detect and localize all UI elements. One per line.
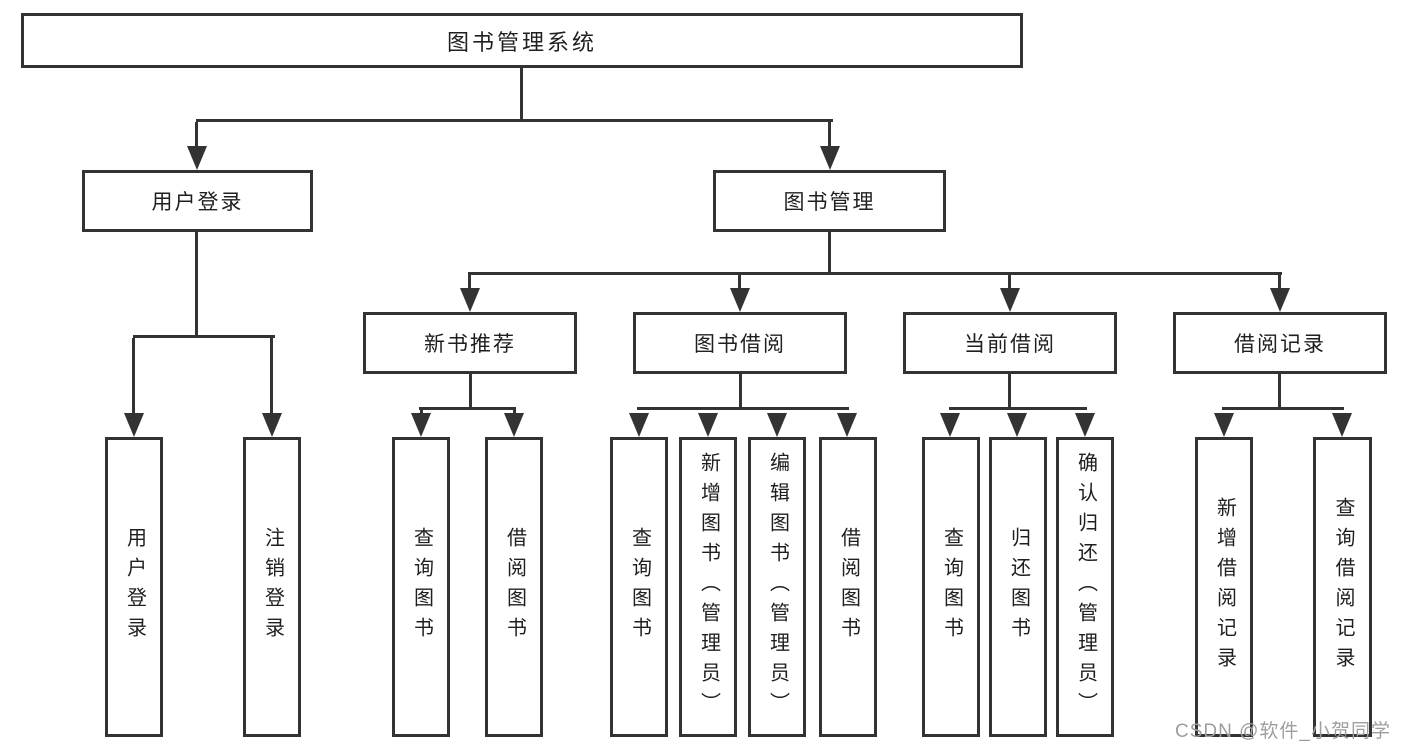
connector-line [637, 407, 849, 410]
arrowhead-down-icon [187, 146, 207, 170]
connector-line [520, 68, 523, 122]
node-user-login: 用户登录 [82, 170, 313, 232]
connector-line [132, 338, 135, 413]
node-current-borrow: 当前借阅 [903, 312, 1117, 374]
connector-line [1222, 407, 1344, 410]
leaf-bb-borrow-book: 借阅图书 [819, 437, 877, 737]
connector-line [1278, 275, 1281, 288]
leaf-br-add-record: 新增借阅记录 [1195, 437, 1253, 737]
connector-line [270, 338, 273, 413]
arrowhead-down-icon [820, 146, 840, 170]
connector-line [1008, 275, 1011, 288]
leaf-logout: 注销登录 [243, 437, 301, 737]
connector-line [1278, 374, 1281, 410]
connector-line [828, 122, 831, 146]
node-root-system: 图书管理系统 [21, 13, 1023, 68]
leaf-cb-query-book: 查询图书 [922, 437, 980, 737]
connector-line [419, 407, 516, 410]
node-new-book-recommend: 新书推荐 [363, 312, 577, 374]
connector-line [468, 275, 471, 288]
leaf-br-query-record: 查询借阅记录 [1313, 437, 1372, 737]
arrowhead-down-icon [629, 413, 649, 437]
leaf-bb-add-book-admin: 新增图书（管理员） [679, 437, 737, 737]
leaf-user-login: 用户登录 [105, 437, 163, 737]
arrowhead-down-icon [730, 288, 750, 312]
leaf-bb-edit-book-admin: 编辑图书（管理员） [748, 437, 806, 737]
connector-line [949, 407, 1087, 410]
node-borrow-record: 借阅记录 [1173, 312, 1387, 374]
connector-line [739, 374, 742, 410]
arrowhead-down-icon [940, 413, 960, 437]
connector-line [133, 335, 275, 338]
connector-line [1008, 374, 1011, 410]
leaf-bb-query-book: 查询图书 [610, 437, 668, 737]
arrowhead-down-icon [767, 413, 787, 437]
connector-line [828, 232, 831, 275]
csdn-watermark: CSDN @软件_小贺同学 [1175, 721, 1391, 742]
leaf-cb-confirm-return-admin: 确认归还（管理员） [1056, 437, 1114, 737]
connector-line [196, 119, 833, 122]
connector-line [420, 410, 423, 413]
arrowhead-down-icon [1270, 288, 1290, 312]
node-book-management: 图书管理 [713, 170, 946, 232]
connector-line [738, 275, 741, 288]
arrowhead-down-icon [698, 413, 718, 437]
connector-line [195, 232, 198, 338]
leaf-nb-borrow-book: 借阅图书 [485, 437, 543, 737]
arrowhead-down-icon [1007, 413, 1027, 437]
leaf-cb-return-book: 归还图书 [989, 437, 1047, 737]
arrowhead-down-icon [262, 413, 282, 437]
arrowhead-down-icon [1214, 413, 1234, 437]
arrowhead-down-icon [837, 413, 857, 437]
connector-line [195, 122, 198, 146]
arrowhead-down-icon [124, 413, 144, 437]
arrowhead-down-icon [1075, 413, 1095, 437]
arrowhead-down-icon [504, 413, 524, 437]
connector-line [469, 374, 472, 410]
arrowhead-down-icon [460, 288, 480, 312]
connector-line [513, 410, 516, 413]
connector-line [468, 272, 1282, 275]
node-book-borrow: 图书借阅 [633, 312, 847, 374]
arrowhead-down-icon [411, 413, 431, 437]
leaf-nb-query-book: 查询图书 [392, 437, 450, 737]
arrowhead-down-icon [1000, 288, 1020, 312]
arrowhead-down-icon [1332, 413, 1352, 437]
